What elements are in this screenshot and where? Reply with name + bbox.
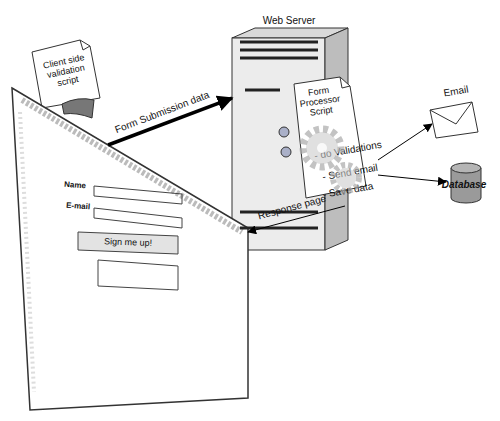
gear-hole (317, 143, 327, 153)
browser-window: Sign me up! NameE-mail (12, 88, 248, 410)
node-text: Email (443, 83, 470, 98)
database-cylinder: Database (438, 160, 490, 206)
server-stripe (240, 41, 318, 44)
script-document: Form Processor Script- do Validations- S… (288, 76, 378, 206)
edge-label: Form Submission data (113, 89, 210, 135)
node-text: E-mail (66, 202, 91, 212)
node-text: Name (64, 181, 86, 191)
node-text: Sign me up! (104, 237, 152, 249)
input-field (94, 208, 182, 228)
connector-arrow (108, 98, 232, 145)
server-stripe (240, 211, 318, 214)
connector-arrow (378, 175, 446, 182)
form-panel (98, 260, 178, 290)
node-text: Database (442, 179, 486, 190)
server-stripe (240, 57, 318, 60)
web-server: Form Processor Script- do Validations- S… (228, 10, 350, 252)
gear (336, 168, 356, 188)
server-stripe (245, 89, 280, 92)
node-text: Web Server (263, 15, 316, 26)
gear-teeth (333, 165, 359, 191)
browser-toolbar (22, 100, 242, 232)
server-light (279, 127, 289, 137)
connector-arrow (248, 206, 345, 232)
server-stripe (240, 49, 318, 52)
connector-arrow (378, 124, 432, 160)
email-envelope: Email (426, 82, 482, 138)
browser-sidebar (20, 112, 34, 392)
gear (306, 132, 338, 164)
submit-button: Sign me up! (78, 232, 178, 254)
server-stripe (240, 227, 318, 230)
input-field (94, 186, 182, 204)
gear-teeth (303, 129, 341, 167)
server-light (281, 147, 291, 157)
script-note: Client side validation script (28, 38, 103, 110)
paper-curl (62, 99, 94, 118)
edge-label: Response page (257, 193, 328, 222)
